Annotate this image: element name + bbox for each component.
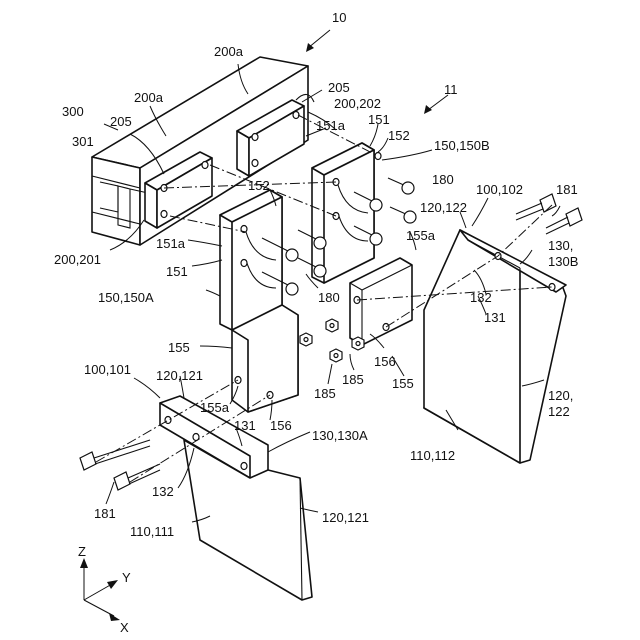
label-130-130A: 130,130A [312,428,368,443]
label-120-121-top: 120,121 [156,368,203,383]
label-131-left: 131 [234,418,256,433]
label-152-mid: 152 [248,178,270,193]
label-180-top: 180 [432,172,454,187]
label-131-right: 131 [484,310,506,325]
label-301: 301 [72,134,94,149]
label-axis-x: X [120,620,129,635]
label-205-top: 205 [328,80,350,95]
label-200a-top: 200a [214,44,244,59]
label-132-left: 132 [152,484,174,499]
label-130-130B-a: 130, [548,238,573,253]
bracket-150A [220,190,298,412]
label-155a-left: 155a [200,400,230,415]
label-151-left: 151 [166,264,188,279]
label-152-top: 152 [388,128,410,143]
label-185-left: 185 [314,386,336,401]
coordinate-axes [80,558,120,621]
reference-labels: 10 11 300 301 200a 200a 205 205 200,202 … [54,10,578,635]
label-200a-mid: 200a [134,90,164,105]
bracket-150B [312,143,412,345]
label-156-left: 156 [270,418,292,433]
label-150-150B: 150,150B [434,138,490,153]
label-100-102: 100,102 [476,182,523,197]
label-155a-right: 155a [406,228,436,243]
label-axis-z: Z [78,544,86,559]
label-181-left: 181 [94,506,116,521]
label-151a-top: 151a [316,118,346,133]
label-200-202: 200,202 [334,96,381,111]
label-11: 11 [444,82,458,97]
label-155-right: 155 [392,376,414,391]
label-185-right: 185 [342,372,364,387]
label-205-left: 205 [110,114,132,129]
label-120-122-b-a: 120, [548,388,573,403]
label-155-left: 155 [168,340,190,355]
label-100-101: 100,101 [84,362,131,377]
label-130-130B-b: 130B [548,254,578,269]
label-120-122-top: 120,122 [420,200,467,215]
label-156-right: 156 [374,354,396,369]
label-132-right: 132 [470,290,492,305]
label-300: 300 [62,104,84,119]
label-110-112: 110,112 [410,448,455,463]
label-10: 10 [332,10,346,25]
label-axis-y: Y [122,570,131,585]
label-151-top: 151 [368,112,390,127]
label-120-122-b-b: 122 [548,404,570,419]
label-180-mid: 180 [318,290,340,305]
label-110-111: 110,111 [130,524,174,539]
label-120-121-bottom: 120,121 [322,510,369,525]
label-150-150A: 150,150A [98,290,154,305]
guide-plate-102 [424,230,566,463]
label-200-201: 200,201 [54,252,101,267]
label-181-top: 181 [556,182,578,197]
label-151a-left: 151a [156,236,186,251]
